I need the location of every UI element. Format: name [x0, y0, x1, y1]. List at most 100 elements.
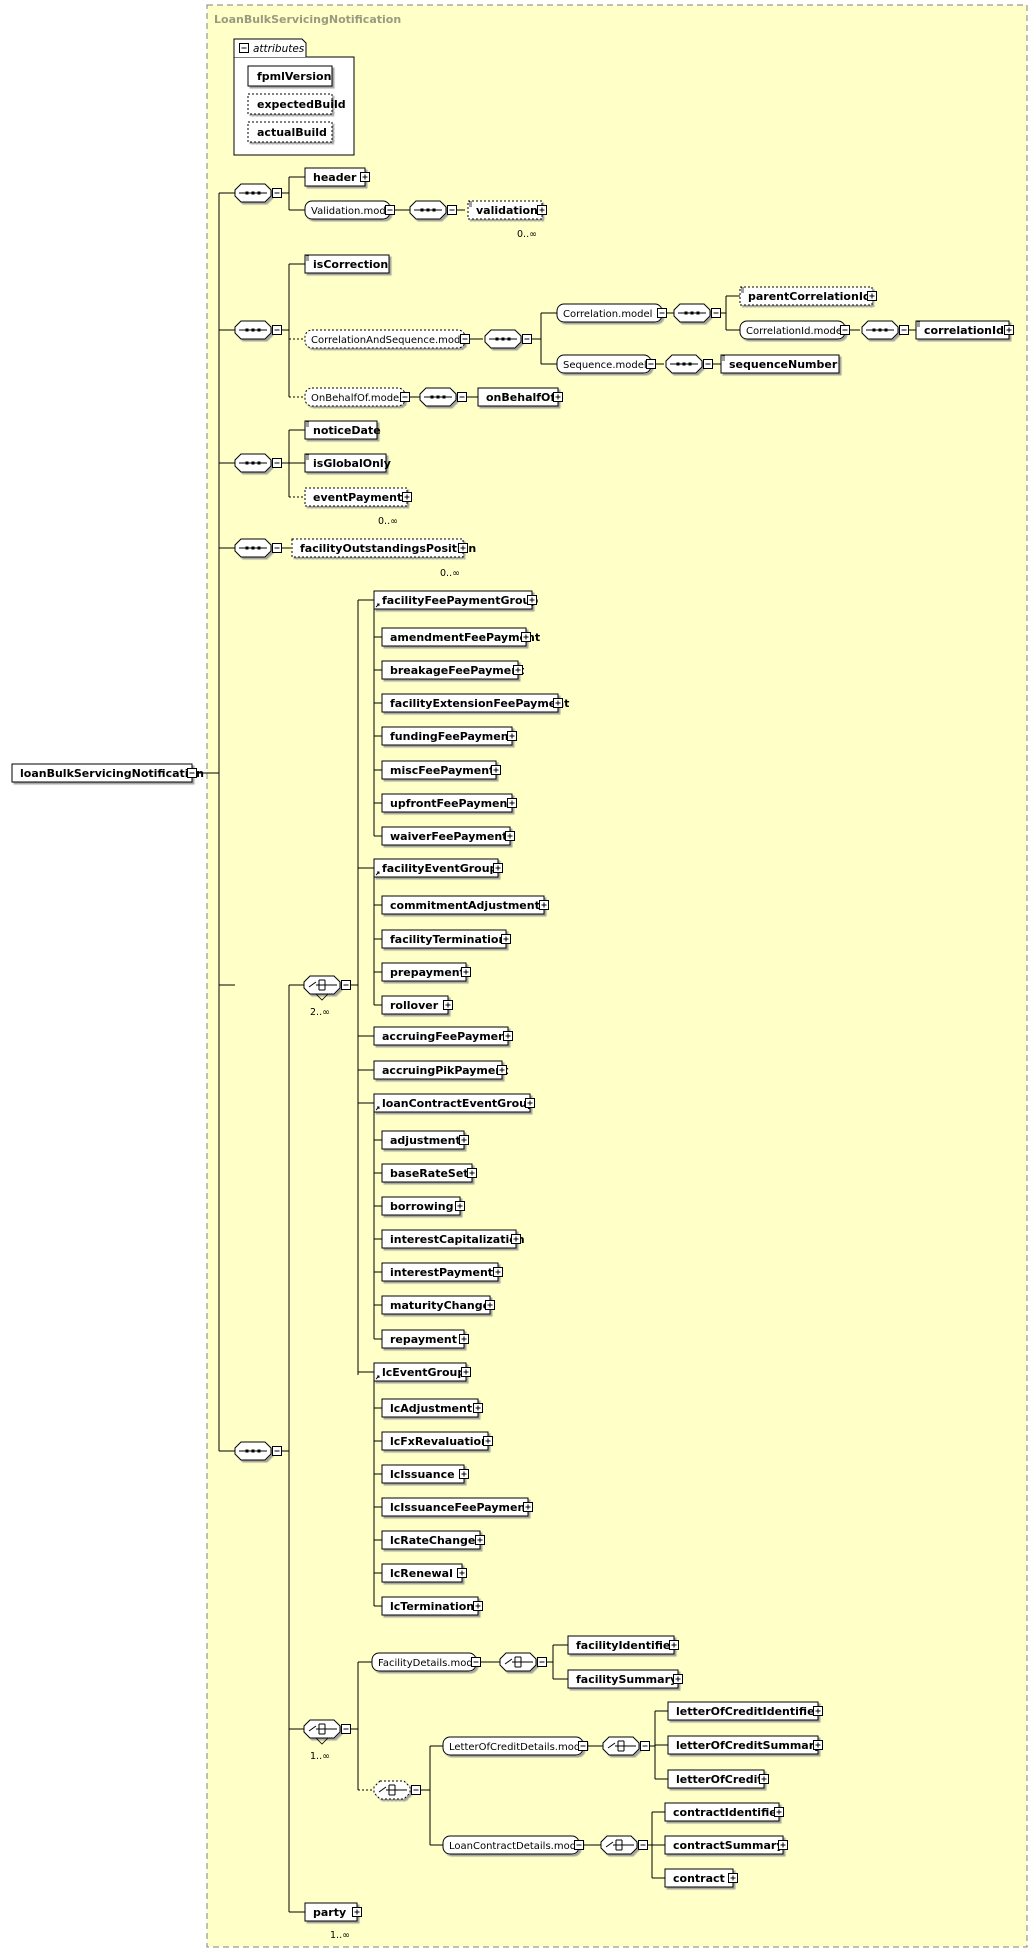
- rollover-element[interactable]: rollover: [381, 995, 449, 1015]
- sequence-compositor-icon[interactable]: [234, 320, 272, 340]
- sequence-compositor-icon[interactable]: [409, 200, 447, 220]
- lc-fx-revaluation-element[interactable]: lcFxRevaluation: [381, 1431, 489, 1451]
- correlation-and-sequence-model-group[interactable]: CorrelationAndSequence.model: [304, 329, 469, 349]
- parent-correlation-id-element[interactable]: parentCorrelationId: [739, 286, 873, 306]
- sequence-number-element[interactable]: sequenceNumber: [720, 354, 840, 374]
- lc-rate-change-element[interactable]: lcRateChange: [381, 1530, 481, 1550]
- letter-of-credit-details-model-group[interactable]: LetterOfCreditDetails.model: [442, 1736, 589, 1756]
- adjustment-element[interactable]: adjustment: [381, 1130, 465, 1150]
- accruing-pik-payment-element[interactable]: accruingPikPayment: [373, 1060, 508, 1080]
- contract-summary-element[interactable]: contractSummary: [664, 1835, 784, 1855]
- lc-issuance-element[interactable]: lcIssuance: [381, 1464, 465, 1484]
- lc-adjustment-element[interactable]: lcAdjustment: [381, 1398, 479, 1418]
- attribute-expected-build[interactable]: expectedBuild: [247, 93, 346, 115]
- loan-bulk-servicing-notification-element[interactable]: loanBulkServicingNotification: [11, 763, 204, 783]
- validation-element[interactable]: validation: [467, 200, 543, 220]
- facility-termination-element[interactable]: facilityTermination: [381, 929, 507, 949]
- on-behalf-of-element[interactable]: onBehalfOf: [477, 387, 559, 407]
- validation-model-group[interactable]: Validation.model: [304, 200, 395, 220]
- element-label: lcFxRevaluation: [390, 1435, 489, 1448]
- facility-summary-element[interactable]: facilitySummary: [567, 1669, 679, 1689]
- element-label: sequenceNumber: [729, 358, 838, 371]
- lc-renewal-element[interactable]: lcRenewal: [381, 1563, 463, 1583]
- sequence-compositor-icon[interactable]: [234, 453, 272, 473]
- sequence-compositor-icon[interactable]: [419, 387, 457, 407]
- accruing-fee-payment-element[interactable]: accruingFeePayment: [373, 1026, 511, 1046]
- amendment-fee-payment-element[interactable]: amendmentFeePayment: [381, 627, 540, 647]
- facility-identifier-element[interactable]: facilityIdentifier: [567, 1635, 676, 1655]
- choice-compositor-icon[interactable]: [602, 1736, 640, 1756]
- element-label: loanBulkServicingNotification: [20, 767, 204, 780]
- sequence-compositor-icon[interactable]: [234, 538, 272, 558]
- facility-event-group-element[interactable]: facilityEventGroup: [373, 858, 499, 878]
- lc-event-group-element[interactable]: lcEventGroup: [373, 1362, 467, 1382]
- interest-payment-element[interactable]: interestPayment: [381, 1262, 499, 1282]
- correlation-model-group[interactable]: Correlation.model: [556, 303, 663, 323]
- breakage-fee-payment-element[interactable]: breakageFeePayment: [381, 660, 524, 680]
- group-label: LetterOfCreditDetails.model: [449, 1742, 589, 1753]
- cardinality-label: 1..∞: [310, 1751, 330, 1762]
- facility-fee-payment-group-element[interactable]: facilityFeePaymentGroup: [373, 590, 538, 610]
- choice-compositor-icon[interactable]: [303, 975, 341, 1001]
- contract-element[interactable]: contract: [664, 1868, 734, 1888]
- element-label: interestCapitalization: [390, 1233, 525, 1246]
- party-element[interactable]: party: [304, 1902, 358, 1922]
- sequence-compositor-icon[interactable]: [665, 354, 703, 374]
- facility-outstandings-position-element[interactable]: facilityOutstandingsPosition: [291, 538, 476, 558]
- notice-date-element[interactable]: noticeDate: [304, 420, 381, 440]
- sequence-compositor-icon[interactable]: [234, 183, 272, 203]
- attribute-actual-build[interactable]: actualBuild: [247, 121, 333, 143]
- lc-termination-element[interactable]: lcTermination: [381, 1596, 479, 1616]
- funding-fee-payment-element[interactable]: fundingFeePayment: [381, 726, 514, 746]
- element-label: letterOfCreditIdentifier: [676, 1705, 821, 1718]
- repayment-element[interactable]: repayment: [381, 1329, 465, 1349]
- borrowing-element[interactable]: borrowing: [381, 1196, 461, 1216]
- waiver-fee-payment-element[interactable]: waiverFeePayment: [381, 826, 511, 846]
- correlation-id-element[interactable]: correlationId: [915, 320, 1010, 340]
- upfront-fee-payment-element[interactable]: upfrontFeePayment: [381, 793, 513, 813]
- on-behalf-of-model-group[interactable]: OnBehalfOf.model: [304, 387, 406, 407]
- attribute-label: expectedBuild: [257, 98, 346, 111]
- letter-of-credit-identifier-element[interactable]: letterOfCreditIdentifier: [667, 1701, 821, 1721]
- sequence-compositor-icon[interactable]: [234, 1441, 272, 1461]
- lc-issuance-fee-payment-element[interactable]: lcIssuanceFeePayment: [381, 1497, 531, 1517]
- misc-fee-payment-element[interactable]: miscFeePayment: [381, 760, 497, 780]
- sequence-compositor-icon[interactable]: [673, 303, 711, 323]
- attributes-panel: attributesfpmlVersionexpectedBuildactual…: [233, 38, 355, 156]
- correlation-id-model-group[interactable]: CorrelationId.model: [739, 320, 846, 340]
- choice-compositor-icon[interactable]: [373, 1780, 411, 1800]
- interest-capitalization-element[interactable]: interestCapitalization: [381, 1229, 525, 1249]
- loan-contract-event-group-element[interactable]: loanContractEventGroup: [373, 1093, 535, 1113]
- element-label: lcRateChange: [390, 1534, 475, 1547]
- cardinality-label: 0..∞: [378, 516, 398, 527]
- commitment-adjustment-element[interactable]: commitmentAdjustment: [381, 895, 545, 915]
- element-label: facilityIdentifier: [576, 1639, 676, 1652]
- element-label: baseRateSet: [390, 1167, 469, 1180]
- attribute-fpml-version[interactable]: fpmlVersion: [247, 65, 333, 87]
- element-label: correlationId: [924, 324, 1004, 337]
- loan-contract-details-model-group[interactable]: LoanContractDetails.model: [442, 1835, 585, 1855]
- base-rate-set-element[interactable]: baseRateSet: [381, 1163, 473, 1183]
- header-element[interactable]: header: [304, 167, 366, 187]
- element-label: validation: [476, 204, 538, 217]
- sequence-compositor-icon[interactable]: [861, 320, 899, 340]
- element-label: party: [313, 1906, 346, 1919]
- element-label: lcRenewal: [390, 1567, 453, 1580]
- event-payment-element[interactable]: eventPayment: [304, 487, 408, 507]
- contract-identifier-element[interactable]: contractIdentifier: [664, 1802, 783, 1822]
- maturity-change-element[interactable]: maturityChange: [381, 1295, 491, 1315]
- prepayment-element[interactable]: prepayment: [381, 962, 467, 982]
- element-label: interestPayment: [390, 1266, 493, 1279]
- choice-compositor-icon[interactable]: [303, 1719, 341, 1745]
- sequence-compositor-icon[interactable]: [484, 329, 522, 349]
- element-label: contract: [673, 1872, 725, 1885]
- facility-extension-fee-payment-element[interactable]: facilityExtensionFeePayment: [381, 693, 569, 713]
- is-global-only-element[interactable]: isGlobalOnly: [304, 453, 391, 473]
- letter-of-credit-summary-element[interactable]: letterOfCreditSummary: [667, 1735, 821, 1755]
- facility-details-model-group[interactable]: FacilityDetails.model: [371, 1652, 482, 1672]
- is-correction-element[interactable]: isCorrection: [304, 254, 390, 274]
- choice-compositor-icon[interactable]: [499, 1652, 537, 1672]
- letter-of-credit-element[interactable]: letterOfCredit: [667, 1769, 765, 1789]
- choice-compositor-icon[interactable]: [600, 1835, 638, 1855]
- sequence-model-group[interactable]: Sequence.model: [556, 354, 652, 374]
